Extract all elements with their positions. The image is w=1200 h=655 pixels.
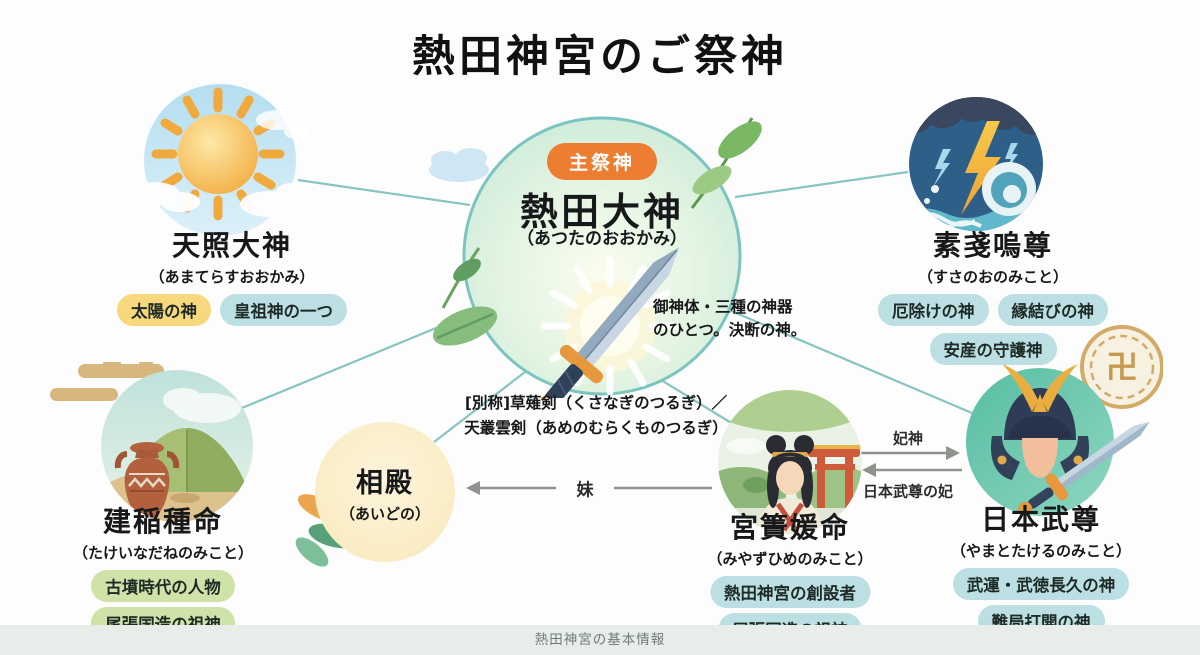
leaf-icon — [432, 247, 498, 346]
attribute-tag: 縁結びの神 — [997, 294, 1108, 326]
deity-name: 相殿 — [356, 467, 414, 499]
deity-name: 宮簀媛命 — [729, 511, 851, 544]
deity-reading: （すさのおのみこと） — [917, 268, 1068, 286]
attribute-tag: 古墳時代の人物 — [91, 570, 235, 602]
shrine-maiden-icon — [718, 390, 862, 534]
sun-icon — [128, 84, 308, 236]
cloud-icon — [429, 148, 489, 182]
deity-node-susanoo: 素戔嗚尊 （すさのおのみこと） 厄除けの神 縁結びの神 安産の守護神 — [878, 224, 1108, 365]
arrow-left-icon — [862, 463, 962, 477]
lightning-icon — [961, 121, 1001, 215]
main-deity-note: 御神体・三種の神器 のひとつ。決断の神。 — [653, 296, 806, 343]
lightning-small-icon — [1004, 143, 1018, 174]
main-deity-badge: 主祭神 — [546, 143, 658, 180]
main-deity-alias: [別称]草薙剣（くさなぎのつるぎ）／ 天叢雲剣（あめのむらくものつるぎ） — [464, 391, 728, 441]
deity-name: 建稲種命 — [102, 505, 224, 538]
deity-reading: （やまとたけるのみこと） — [950, 542, 1132, 560]
sword-icon — [534, 247, 680, 398]
storm-icon — [909, 97, 1043, 231]
deity-node-aidono: 相殿 （あいどの） — [315, 422, 455, 562]
deity-node-yamatotakeru: 日本武尊 （やまとたけるのみこと） 武運・武徳長久の神 難局打開の神 — [951, 498, 1131, 637]
arrow-left-icon — [466, 481, 712, 495]
kabuto-helmet — [990, 364, 1090, 480]
manji-emblem-icon: 卍 — [1080, 325, 1163, 409]
relation-line — [236, 170, 973, 443]
main-deity-reading: （あつたのおおかみ） — [517, 229, 687, 249]
main-deity-name: 熱田大神 — [519, 190, 685, 234]
samurai-helmet-icon: 卍 — [966, 325, 1163, 516]
relation-label-imouto: 妹 — [576, 480, 594, 501]
deity-reading: （あいどの） — [339, 504, 430, 523]
deity-reading: （みやずひめのみこと） — [707, 550, 873, 568]
relation-label-takeru-no-kisaki: 日本武尊の妃 — [862, 482, 954, 501]
torii-icon — [806, 445, 862, 508]
cloud-icon — [128, 110, 308, 217]
deity-node-miyazuhime: 宮簀媛命 （みやずひめのみこと） 熱田神宮の創設者 尾張国造の祖神 — [707, 506, 873, 645]
deity-node-amaterasu: 天照大神 （あまてらすおおかみ） 太陽の神 皇祖神の一つ — [117, 224, 347, 326]
pottery-jar-icon — [114, 442, 180, 520]
shrine-maiden-figure — [756, 435, 824, 534]
alias-line-2: 天叢雲剣（あめのむらくものつるぎ） — [464, 418, 728, 437]
deity-name: 日本武尊 — [980, 503, 1102, 536]
lightning-small-icon — [933, 149, 951, 187]
main-deity-circle — [462, 116, 742, 398]
manji-glyph: 卍 — [1106, 348, 1138, 386]
relation-label-kisaki: 妃神 — [892, 429, 924, 448]
deity-name: 天照大神 — [171, 229, 292, 262]
deity-node-takeinadane: 建稲種命 （たけいなだねのみこと） 古墳時代の人物 尾張国造の祖神 — [73, 500, 253, 639]
arrow-right-icon — [860, 446, 960, 460]
note-line-2: のひとつ。決断の神。 — [653, 321, 807, 340]
attribute-tag: 武運・武徳長久の神 — [952, 568, 1130, 600]
footer-caption: 熱田神宮の基本情報 — [0, 625, 1200, 655]
sword-icon — [1018, 421, 1150, 516]
alias-line-1: [別称]草薙剣（くさなぎのつるぎ）／ — [464, 394, 728, 412]
deity-name: 素戔嗚尊 — [932, 229, 1053, 262]
leaf-icon — [690, 117, 762, 209]
note-line-1: 御神体・三種の神器 — [653, 298, 793, 316]
kofun-pottery-icon — [101, 370, 253, 522]
attribute-tag: 安産の守護神 — [929, 333, 1057, 365]
attribute-tag: 皇祖神の一つ — [220, 294, 347, 326]
deity-reading: （あまてらすおおかみ） — [149, 268, 315, 286]
attribute-tag: 熱田神宮の創設者 — [709, 576, 870, 608]
deity-reading: （たけいなだねのみこと） — [72, 544, 254, 562]
attribute-tag: 太陽の神 — [117, 294, 211, 326]
page-title: 熱田神宮のご祭神 — [412, 32, 788, 82]
attribute-tag: 厄除けの神 — [878, 294, 989, 326]
